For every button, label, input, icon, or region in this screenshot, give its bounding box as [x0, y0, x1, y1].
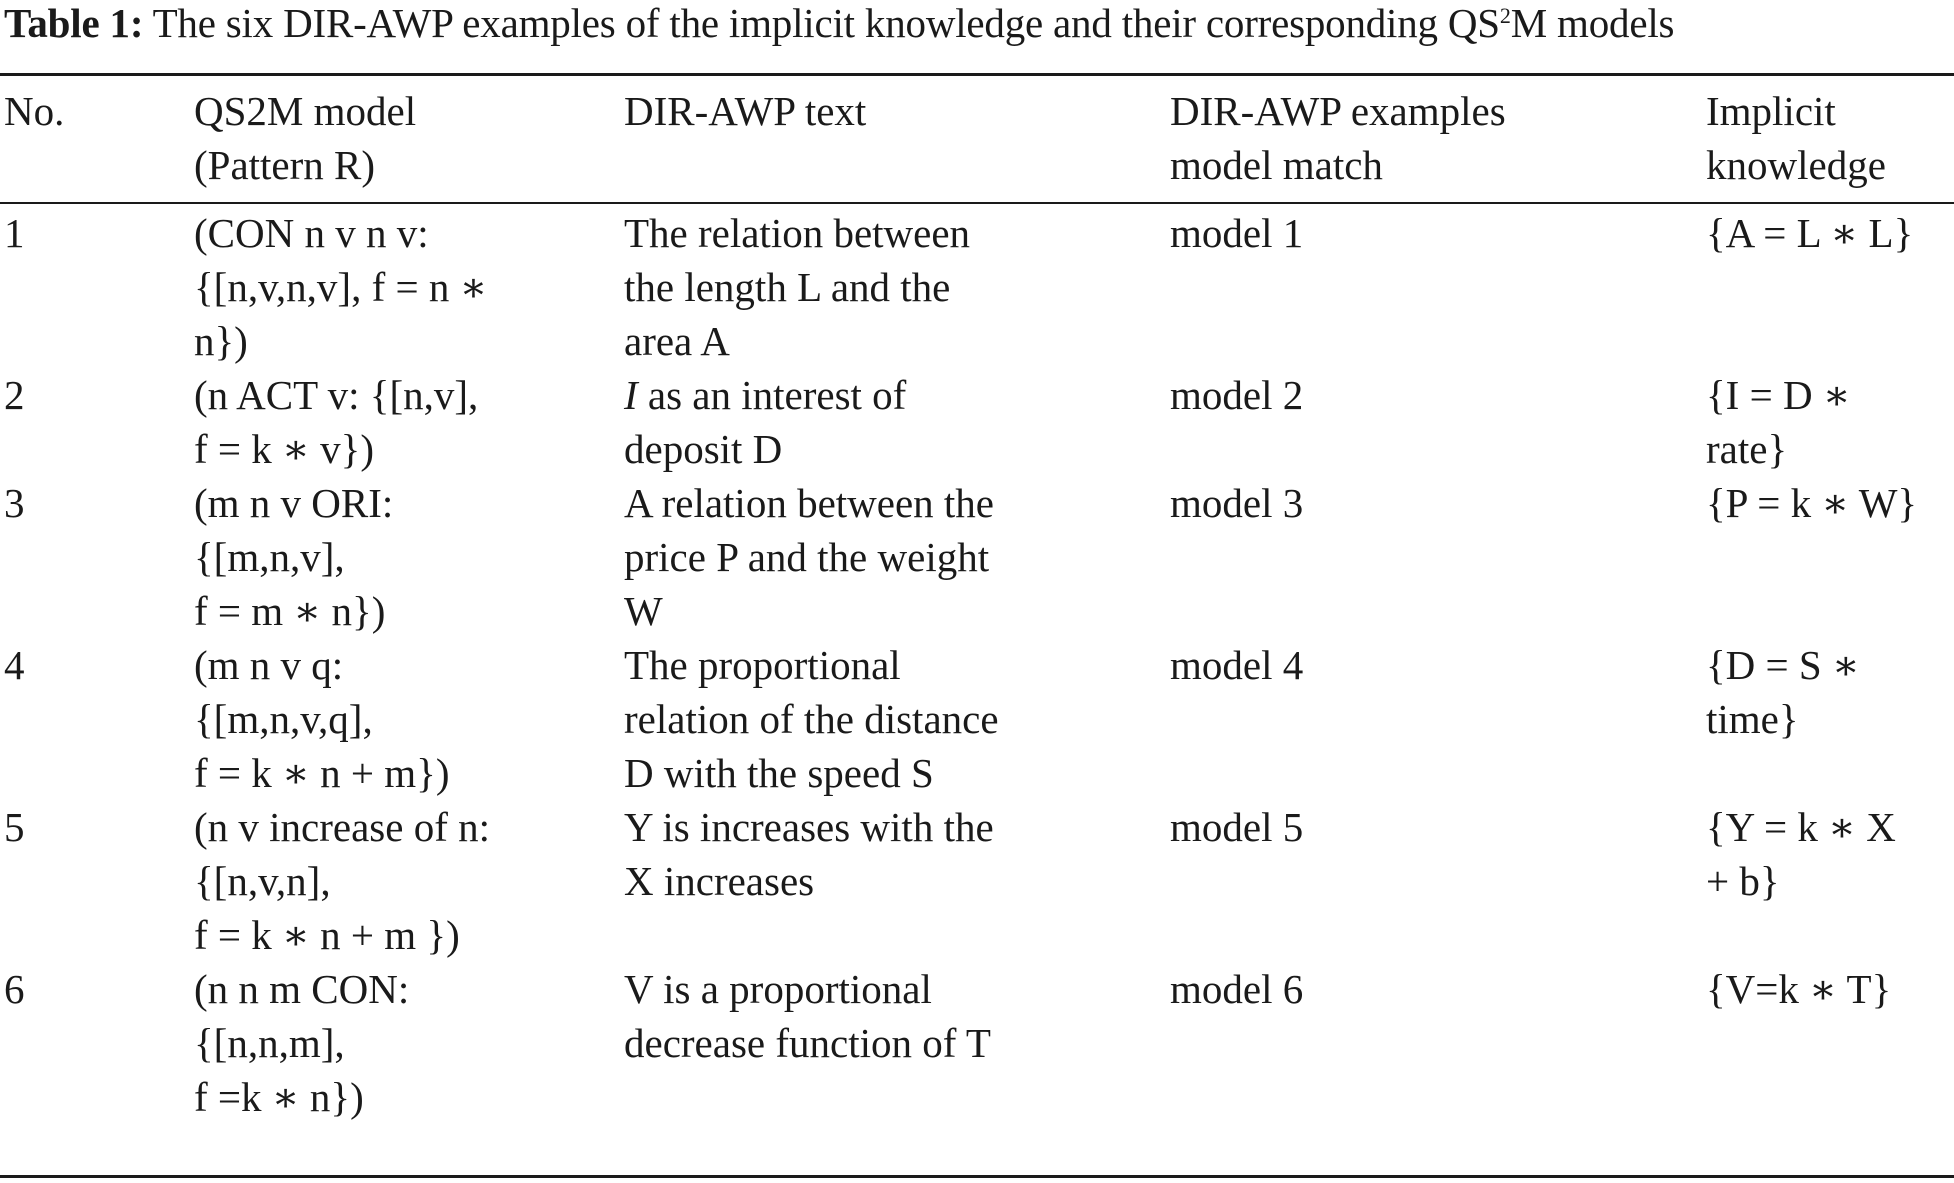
cell-match: model 2: [1170, 372, 1304, 418]
cell-model: (m n v ORI: {[m,n,v], f = m ∗ n}): [194, 480, 394, 634]
cell-no: 2: [4, 372, 25, 418]
cell-knowledge: {D = S ∗ time}: [1706, 642, 1860, 742]
cell-knowledge: {P = k ∗ W}: [1706, 480, 1918, 526]
cell-no: 6: [4, 966, 25, 1012]
cell-model: (n v increase of n: {[n,v,n], f = k ∗ n …: [194, 804, 490, 958]
caption-text-end: M models: [1510, 0, 1675, 46]
cell-text: Y is increases with the X increases: [624, 804, 994, 904]
cell-model: (n n m CON: {[n,n,m], f =k ∗ n}): [194, 966, 410, 1120]
data-table: No. QS2M model (Pattern R) DIR-AWP text …: [4, 84, 1950, 1124]
cell-model: (m n v q: {[m,n,v,q], f = k ∗ n + m}): [194, 642, 450, 796]
header-no: No.: [4, 88, 65, 134]
caption-superscript: 2: [1499, 3, 1511, 28]
cell-knowledge: {V=k ∗ T}: [1706, 966, 1892, 1012]
table-header-row: No. QS2M model (Pattern R) DIR-AWP text …: [4, 84, 1950, 192]
header-match: DIR-AWP examples model match: [1170, 88, 1506, 188]
table-header-rule: [0, 202, 1954, 204]
table-bottom-rule: [0, 1175, 1954, 1178]
cell-text: V is a proportional decrease function of…: [624, 966, 991, 1066]
caption-text: The six DIR-AWP examples of the implicit…: [143, 0, 1501, 46]
cell-text-italic: I: [624, 372, 638, 418]
caption-label: Table 1:: [4, 0, 144, 46]
cell-no: 3: [4, 480, 25, 526]
table-row: 5 (n v increase of n: {[n,v,n], f = k ∗ …: [4, 800, 1950, 962]
cell-match: model 3: [1170, 480, 1304, 526]
table-row: 2 (n ACT v: {[n,v], f = k ∗ v}) I as an …: [4, 368, 1950, 476]
table-row: 3 (m n v ORI: {[m,n,v], f = m ∗ n}) A re…: [4, 476, 1950, 638]
cell-match: model 1: [1170, 210, 1304, 256]
cell-match: model 6: [1170, 966, 1304, 1012]
cell-text: The relation between the length L and th…: [624, 210, 971, 364]
table-row: 6 (n n m CON: {[n,n,m], f =k ∗ n}) V is …: [4, 962, 1950, 1124]
table-top-rule: [0, 73, 1954, 76]
cell-model: (n ACT v: {[n,v], f = k ∗ v}): [194, 372, 479, 472]
cell-no: 5: [4, 804, 25, 850]
table-caption: Table 1: The six DIR-AWP examples of the…: [4, 0, 1954, 62]
cell-knowledge: {A = L ∗ L}: [1706, 210, 1914, 256]
cell-text: The proportional relation of the distanc…: [624, 642, 999, 796]
cell-knowledge: {Y = k ∗ X + b}: [1706, 804, 1896, 904]
cell-text-rest: as an interest of deposit D: [624, 372, 907, 472]
header-model: QS2M model (Pattern R): [194, 88, 417, 188]
cell-text: I as an interest of deposit D: [624, 368, 1170, 476]
cell-no: 4: [4, 642, 25, 688]
table-row: 4 (m n v q: {[m,n,v,q], f = k ∗ n + m}) …: [4, 638, 1950, 800]
cell-no: 1: [4, 210, 25, 256]
header-knowledge: Implicit knowledge: [1706, 88, 1886, 188]
cell-knowledge: {I = D ∗ rate}: [1706, 372, 1851, 472]
cell-match: model 4: [1170, 642, 1304, 688]
table-row: 1 (CON n v n v: {[n,v,n,v], f = n ∗ n}) …: [4, 192, 1950, 368]
cell-model: (CON n v n v: {[n,v,n,v], f = n ∗ n}): [194, 210, 488, 364]
header-text: DIR-AWP text: [624, 88, 867, 134]
cell-match: model 5: [1170, 804, 1304, 850]
cell-text: A relation between the price P and the w…: [624, 480, 995, 634]
